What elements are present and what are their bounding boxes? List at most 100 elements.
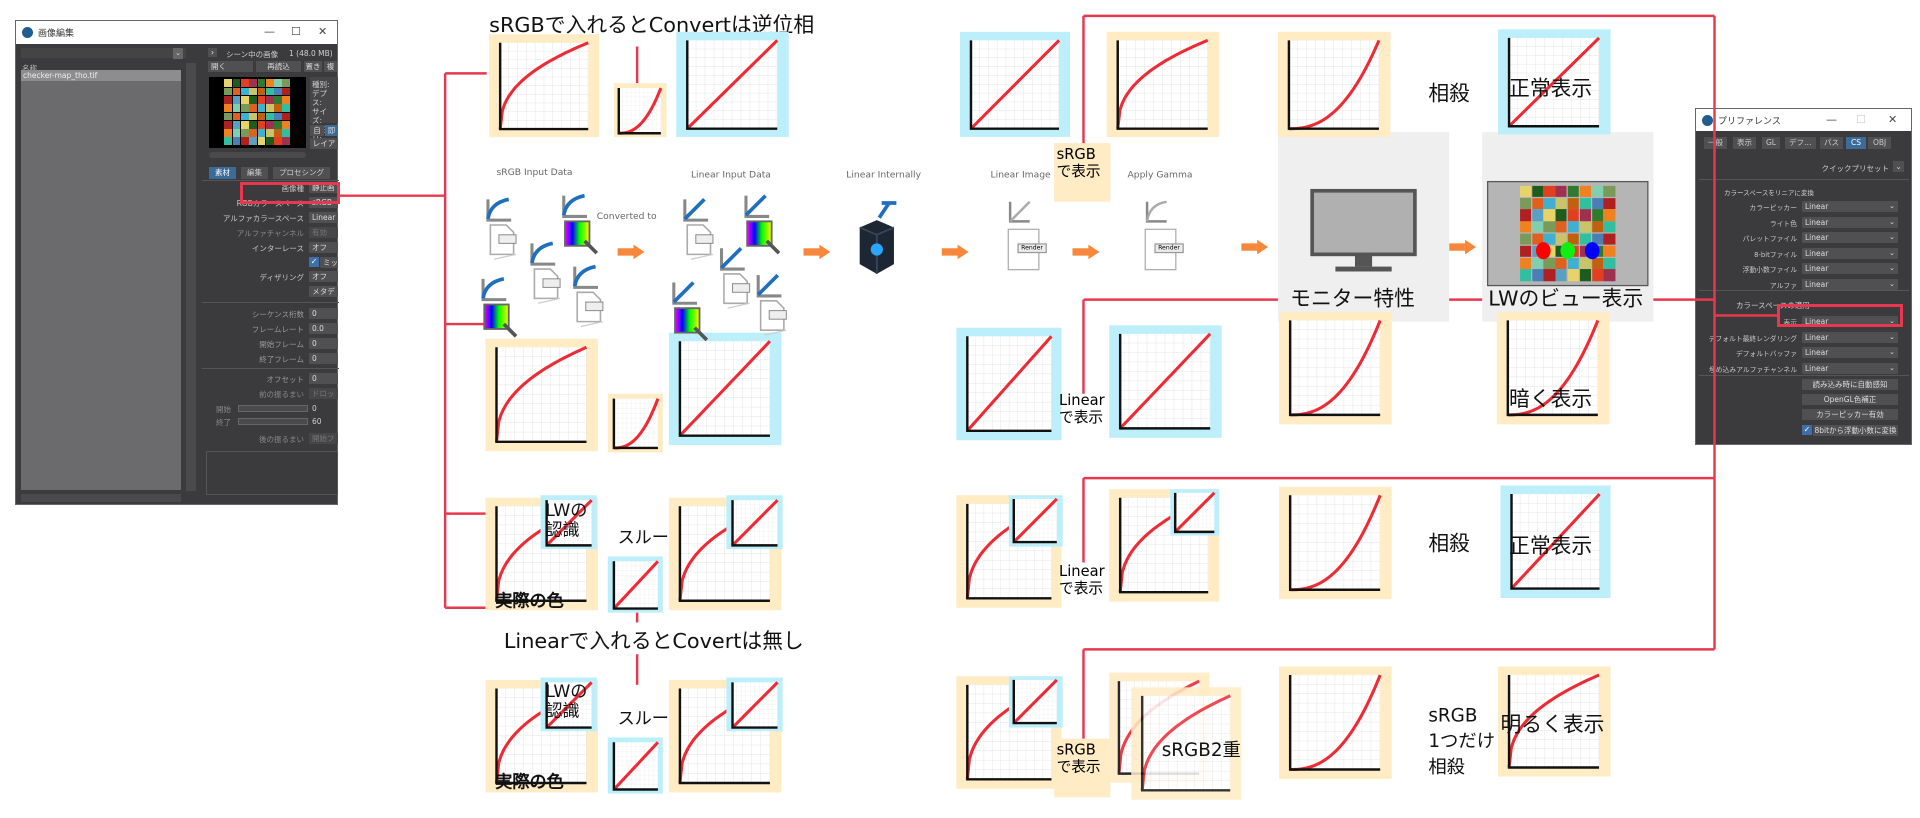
reload-button[interactable]: 再読込: [256, 61, 301, 72]
tab-processing[interactable]: プロセシング: [273, 167, 330, 179]
thumbnail-scrollbar[interactable]: [209, 152, 306, 158]
linear-overlay-graph: [726, 495, 783, 550]
checker-cell: [1603, 185, 1615, 198]
checker-cell: [1519, 185, 1532, 198]
layout-time-button[interactable]: レイアウトタイム使用: [310, 138, 338, 149]
frame-rate-field[interactable]: 0.0: [309, 323, 338, 334]
pref-colorspace-select[interactable]: Linear⌄: [1802, 247, 1898, 259]
pref-colorspace-select[interactable]: Linear⌄: [1802, 316, 1898, 327]
checker-cell: [274, 104, 282, 112]
metadata-button[interactable]: メタデータ: [309, 286, 338, 297]
color-picker-enable-button[interactable]: カラーピッカー有効: [1802, 409, 1898, 420]
image-type-select[interactable]: 静止画: [309, 182, 338, 193]
axes: [1509, 675, 1599, 767]
title-bar: プリファレンス — ☐ ✕: [1696, 109, 1911, 131]
pref-colorspace-select[interactable]: Linear⌄: [1802, 362, 1898, 374]
close-button[interactable]: ✕: [1888, 113, 1898, 126]
offset-field[interactable]: 0: [309, 373, 338, 384]
grid: [496, 347, 587, 443]
divider: [1699, 179, 1909, 180]
chevron-down-icon: ⌄: [1889, 332, 1895, 341]
open-button[interactable]: 開く: [208, 61, 253, 72]
alpha-colorspace-select[interactable]: Linear: [309, 212, 338, 223]
curve-line: [1512, 494, 1600, 588]
start-slider[interactable]: [238, 405, 308, 412]
tab-edit[interactable]: 編集: [241, 167, 268, 179]
quick-preset-dropdown[interactable]: ⌄: [1893, 161, 1904, 172]
tab-cs[interactable]: CS: [1846, 137, 1866, 149]
close-button[interactable]: ✕: [318, 25, 328, 38]
auto-detect-button[interactable]: 読み込み時に自動感知: [1802, 379, 1898, 390]
maximize-button[interactable]: ☐: [291, 25, 301, 38]
axes: [1290, 496, 1380, 590]
tab-gl[interactable]: GL: [1762, 137, 1780, 149]
alpha-channel-select[interactable]: 有効: [309, 227, 338, 238]
list-scrollbar[interactable]: [186, 63, 196, 491]
interlace-select[interactable]: オフ: [309, 242, 338, 253]
pref-colorspace-select[interactable]: Linear⌄: [1802, 278, 1898, 290]
checker-cell: [240, 120, 249, 129]
float-convert-checkbox[interactable]: ✓: [1802, 425, 1812, 435]
axes: [1508, 321, 1598, 415]
chevron-down-icon: ⌄: [1889, 348, 1895, 356]
linear-overlay-graph: [1008, 495, 1063, 547]
dithering-select[interactable]: オフ: [309, 271, 338, 282]
title-linear-input: Linearで入れるとCovertは無し: [503, 629, 804, 655]
tab-material[interactable]: 素材: [209, 167, 236, 179]
opengl-correction-button[interactable]: OpenGL色補正: [1802, 394, 1898, 405]
auto-button[interactable]: 自動: [310, 125, 324, 136]
tab-obj[interactable]: OBJ: [1868, 137, 1892, 149]
list-filter-dropdown[interactable]: ⌄: [21, 48, 186, 59]
tab-default[interactable]: デフ…: [1785, 137, 1816, 149]
image-list[interactable]: checker-map_tho.tif: [21, 70, 181, 490]
color-picker-icon: [670, 279, 712, 352]
pref-colorspace-select[interactable]: Linear⌄: [1802, 201, 1898, 212]
minimize-button[interactable]: —: [264, 25, 275, 38]
duplicate-button[interactable]: 複製: [324, 61, 337, 72]
field-label: アルファチャンネル: [236, 229, 304, 238]
cancel-label: 相殺: [1428, 531, 1470, 557]
tab-path[interactable]: パス: [1820, 137, 1843, 149]
pref-colorspace-select[interactable]: Linear⌄: [1802, 331, 1898, 343]
end-frame-field[interactable]: 0: [309, 353, 338, 364]
curve-plot: [613, 398, 657, 447]
field-value: Linear: [1805, 348, 1829, 357]
highlight-rgb-colorspace: [240, 182, 340, 204]
mipmap-label: ミップマップ使用: [320, 257, 338, 268]
window-title: プリファレンス: [1718, 116, 1781, 127]
render-file-icon: Render: [1140, 199, 1184, 287]
pref-colorspace-select[interactable]: Linear⌄: [1802, 263, 1898, 274]
checker-cell: [224, 120, 233, 129]
axes: [967, 337, 1051, 431]
tab-display[interactable]: 表示: [1733, 137, 1756, 149]
checker-cell: [282, 104, 291, 112]
end-slider[interactable]: [238, 418, 308, 425]
start-frame-field[interactable]: 0: [309, 338, 338, 349]
axes: [1014, 680, 1057, 723]
axes: [1509, 38, 1599, 126]
expand-icon[interactable]: ›: [208, 48, 217, 57]
pref-colorspace-select[interactable]: Linear⌄: [1802, 232, 1898, 243]
highlight-display-colorspace: [1777, 304, 1903, 327]
immediate-button[interactable]: 即時: [325, 125, 338, 136]
post-behavior-select[interactable]: 開始フレームを保持: [309, 433, 338, 444]
maximize-button[interactable]: ☐: [1856, 113, 1866, 126]
gamma-curve-icon: [1145, 200, 1167, 223]
checker-cell: [249, 104, 257, 112]
curve-line: [680, 342, 770, 436]
pref-colorspace-select[interactable]: Linear ⌄: [1802, 347, 1898, 358]
checker-cell: [1519, 197, 1532, 210]
list-item[interactable]: checker-map_tho.tif: [21, 70, 181, 81]
mipmap-checkbox[interactable]: ✓: [309, 257, 319, 267]
window-title: 画像編集: [38, 29, 75, 39]
pre-behavior-select[interactable]: ドロップフレーム: [309, 388, 338, 399]
list-h-scrollbar[interactable]: [21, 494, 181, 502]
checker-cell: [240, 112, 249, 121]
sequence-digits-field[interactable]: 0: [309, 308, 338, 319]
checker-cell: [282, 79, 291, 88]
pref-colorspace-select[interactable]: Linear⌄: [1802, 216, 1898, 228]
replace-button[interactable]: 置き換え: [304, 61, 322, 72]
minimize-button[interactable]: —: [1826, 113, 1837, 126]
checker-cell: [1531, 209, 1544, 222]
checker-cell: [224, 137, 233, 146]
